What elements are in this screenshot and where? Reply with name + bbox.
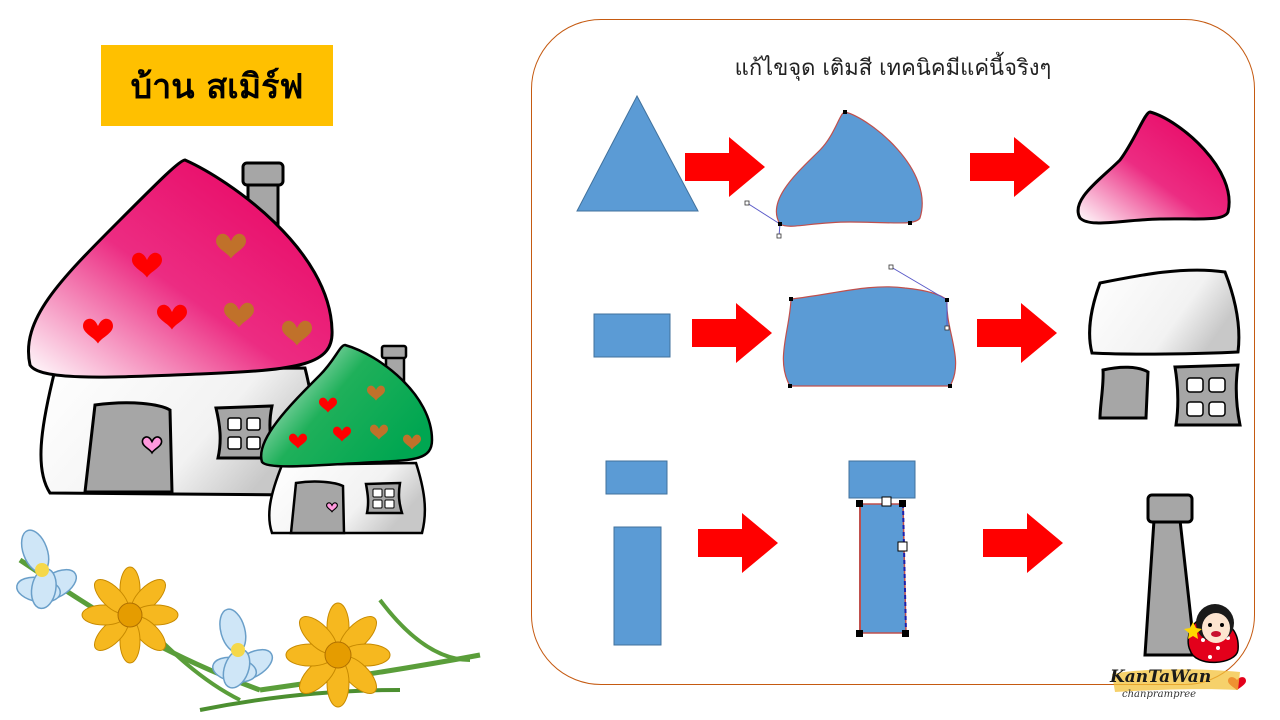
row1-triangle — [576, 94, 699, 212]
big-mushroom-house — [27, 158, 334, 497]
row3-arrow-2 — [983, 513, 1063, 573]
row2-window — [1173, 363, 1242, 427]
logo-name: KanTaWan — [1110, 667, 1212, 687]
row1-arrow-1 — [685, 137, 765, 197]
row2-arrow-1 — [692, 303, 772, 363]
row1-arrow-2 — [970, 137, 1050, 197]
flower-decoration — [16, 529, 481, 712]
row3-chimney-body — [1143, 518, 1197, 657]
row2-door — [1098, 365, 1150, 420]
blue-flower — [16, 529, 78, 610]
title-banner: บ้าน สเมิร์ฟ — [101, 45, 333, 126]
row3-edited-chimney — [848, 460, 916, 637]
row3-cap-rectangle — [605, 460, 668, 495]
big-house-roof — [27, 158, 334, 379]
row1-edited-shape — [744, 110, 923, 239]
yellow-flower — [81, 566, 179, 664]
row2-white-wall — [1088, 268, 1241, 356]
small-mushroom-house — [259, 343, 434, 535]
mascot-logo-icon — [1112, 604, 1246, 692]
small-chimney-cap — [380, 344, 408, 360]
page-title: บ้าน สเมิร์ฟ — [130, 66, 304, 107]
big-chimney-cap — [241, 161, 285, 187]
small-house-door — [289, 480, 346, 535]
row3-body-rectangle — [613, 526, 662, 646]
panel-subtitle: แก้ไขจุด เติมสี เทคนิคมีแค่นี้จริงๆ — [734, 56, 1052, 81]
blue-flower — [212, 608, 274, 689]
row3-arrow-1 — [698, 513, 778, 573]
row2-rectangle — [593, 313, 671, 358]
logo-tagline: chanprampree — [1122, 689, 1197, 700]
row1-pink-roof — [1076, 110, 1231, 225]
big-house-door — [83, 401, 174, 494]
row3-chimney-cap — [1146, 493, 1194, 524]
steps-panel — [531, 19, 1255, 685]
small-house-window — [364, 481, 404, 515]
row2-arrow-2 — [977, 303, 1057, 363]
row2-edited-wall — [782, 264, 957, 388]
yellow-flower — [285, 602, 391, 708]
